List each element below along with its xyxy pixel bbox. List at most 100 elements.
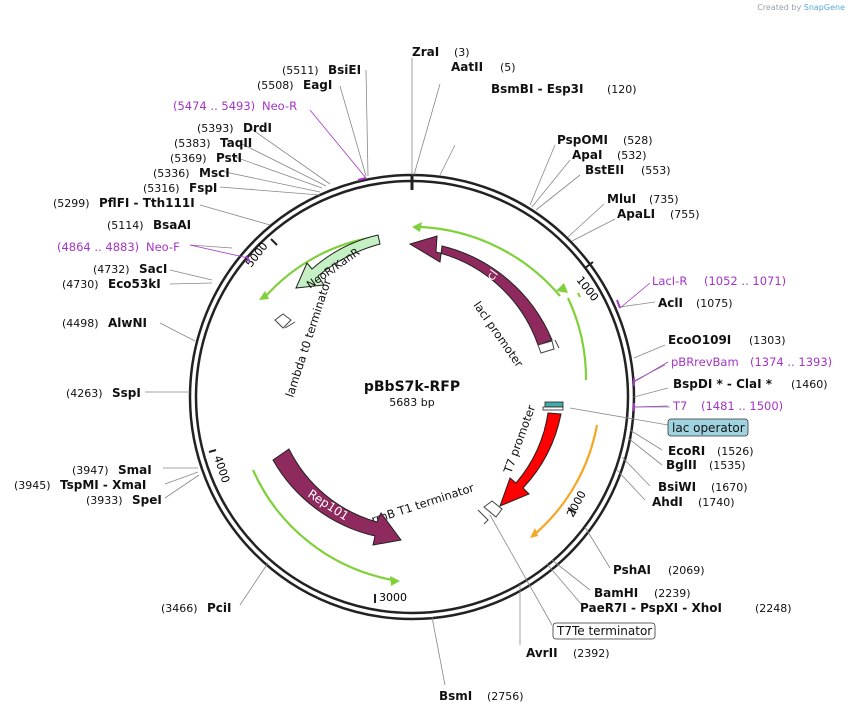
site-pos: (1535) (709, 459, 746, 472)
credit-prefix: Created by (757, 3, 802, 12)
site-drdi[interactable]: (5393)DrdI (197, 121, 272, 135)
site-tspmi-xmai[interactable]: (3945) TspMI - XmaI (14, 478, 146, 492)
site-ecoo109i[interactable]: EcoO109I(1303) (668, 333, 786, 347)
site-pcii[interactable]: (3466)PciI (161, 601, 232, 615)
site-pos: (5511) (282, 64, 319, 77)
site-name: ApaI (572, 148, 602, 162)
site-pos: (5336) (153, 167, 190, 180)
site-avrii[interactable]: AvrII(2392) (526, 646, 610, 660)
laci-orf-arrowhead (412, 222, 422, 232)
laci-feature[interactable] (408, 235, 553, 346)
site-pos: (3945) (14, 479, 51, 492)
site-pos: (528) (623, 134, 653, 147)
site-pos: (1075) (696, 297, 733, 310)
site-msci[interactable]: (5336)MscI (153, 166, 230, 180)
tick-2000: 2000 (564, 489, 589, 520)
rep101-feature[interactable] (272, 448, 402, 546)
site-spei[interactable]: (3933)SpeI (86, 493, 162, 507)
site-bspdi-clai[interactable]: BspDI * - ClaI *(1460) (673, 377, 828, 391)
site-pos: (735) (649, 193, 679, 206)
site-pos: (5114) (107, 219, 144, 232)
site-name: TaqII (220, 136, 252, 150)
primer-laci-r[interactable]: LacI-R(1052 .. 1071) (652, 274, 786, 288)
primer-name: Neo-F (146, 240, 180, 254)
primer-t7[interactable]: T7(1481 .. 1500) (672, 399, 783, 413)
site-pos: (4498) (62, 317, 99, 330)
site-bamhi[interactable]: BamHI(2239) (594, 586, 691, 600)
site-taqii[interactable]: (5383) TaqII (174, 136, 252, 150)
site-name: AlwNI (108, 316, 147, 330)
site-fspi[interactable]: (5316)FspI (143, 181, 217, 195)
site-ecori[interactable]: EcoRI(1526) (668, 444, 754, 458)
primer-range: (1052 .. 1071) (704, 274, 786, 288)
site-eagi[interactable]: (5508)EagI (257, 78, 332, 92)
site-name: Eco53kI (108, 277, 161, 291)
site-name: BsiWI (658, 480, 696, 494)
site-ahdi[interactable]: AhdI(1740) (652, 495, 735, 509)
site-eco53ki[interactable]: (4730) Eco53kI (62, 277, 161, 291)
site-bglii[interactable]: BglII(1535) (666, 458, 746, 472)
t7-promoter-mark (542, 406, 564, 411)
tick-1000: 1000 (574, 261, 601, 304)
site-saci[interactable]: (4732)SacI (93, 262, 167, 276)
tick-label-5000: 5000 (243, 240, 270, 270)
primer-name: pBRrevBam (671, 355, 739, 369)
tick-5000: 5000 (243, 238, 278, 270)
site-alwni[interactable]: (4498) AlwNI (62, 316, 147, 330)
lambda-t0-terminator-shape (274, 313, 296, 329)
site-apali[interactable]: ApaLI(755) (617, 207, 700, 221)
site-sspi[interactable]: (4263)SspI (66, 386, 141, 400)
feature-t7te-terminator[interactable]: T7Te terminator (552, 622, 656, 640)
site-name: ApaLI (617, 207, 655, 221)
site-name: SmaI (118, 463, 152, 477)
site-aatii[interactable]: AatII(5) (451, 60, 516, 74)
site-pos: (1740) (698, 496, 735, 509)
site-bsmbi[interactable]: BsmBI - Esp3I(120) (491, 82, 637, 96)
site-smai[interactable]: (3947)SmaI (72, 463, 152, 477)
credit-brand: SnapGene (803, 3, 845, 12)
site-name: AvrII (526, 646, 558, 660)
site-mlui[interactable]: MluI (735) (607, 192, 679, 206)
primer-pbrrevbam[interactable]: pBRrevBam (1374 .. 1393) (671, 355, 832, 369)
site-pos: (5383) (174, 137, 211, 150)
site-name: BamHI (594, 586, 638, 600)
site-pos: (2069) (668, 564, 705, 577)
site-zrai[interactable]: ZraI(3) (412, 45, 470, 59)
site-bsaai[interactable]: (5114)BsaAI (107, 218, 191, 232)
site-pos: (4730) (62, 278, 99, 291)
site-pos: (120) (607, 83, 637, 96)
site-pos: (553) (641, 164, 671, 177)
leader-lines (145, 58, 670, 686)
site-bsteii[interactable]: BstEII(553) (585, 163, 671, 177)
site-name: MluI (607, 192, 636, 206)
site-pos: (5299) (53, 197, 90, 210)
primer-range: (1374 .. 1393) (750, 355, 832, 369)
feature-lac-operator[interactable]: lac operator (667, 418, 749, 437)
neo-orf-arrowhead (259, 291, 269, 300)
site-pspomi[interactable]: PspOMI(528) (557, 133, 653, 147)
site-pshai[interactable]: PshAI(2069) (613, 563, 705, 577)
primer-name: T7 (672, 399, 687, 413)
site-name: PciI (207, 601, 232, 615)
site-pflfi[interactable]: (5299)PflFI - Tth111I (53, 196, 195, 210)
site-bsiei[interactable]: (5511)BsiEI (282, 63, 361, 77)
site-name: TspMI - XmaI (60, 478, 146, 492)
site-name: ZraI (412, 45, 439, 59)
lambda-t0-terminator-label: lambda t0 terminator (283, 277, 335, 399)
primer-neo-r[interactable]: (5474 .. 5493)Neo-R (173, 99, 297, 113)
site-name: EcoO109I (668, 333, 731, 347)
site-name: BsmI (439, 689, 472, 703)
site-apai[interactable]: ApaI(532) (572, 148, 647, 162)
plasmid-size: 5683 bp (389, 396, 434, 409)
site-pos: (4732) (93, 263, 130, 276)
mrfp1-orf-arrowhead (530, 528, 538, 538)
site-bsmi[interactable]: BsmI(2756) (439, 689, 524, 703)
site-acli[interactable]: AclI(1075) (658, 296, 733, 310)
mrfp1-feature[interactable] (499, 412, 562, 507)
neor-kanr-feature[interactable] (295, 234, 381, 289)
site-xhoi[interactable]: PaeR7I - PspXI - XhoI(2248) (580, 601, 792, 615)
site-bsiwi[interactable]: BsiWI(1670) (658, 480, 748, 494)
site-psti[interactable]: (5369)PstI (170, 151, 242, 165)
primer-neo-f[interactable]: (4864 .. 4883)Neo-F (57, 240, 180, 254)
tick-label-2000: 2000 (564, 489, 589, 520)
